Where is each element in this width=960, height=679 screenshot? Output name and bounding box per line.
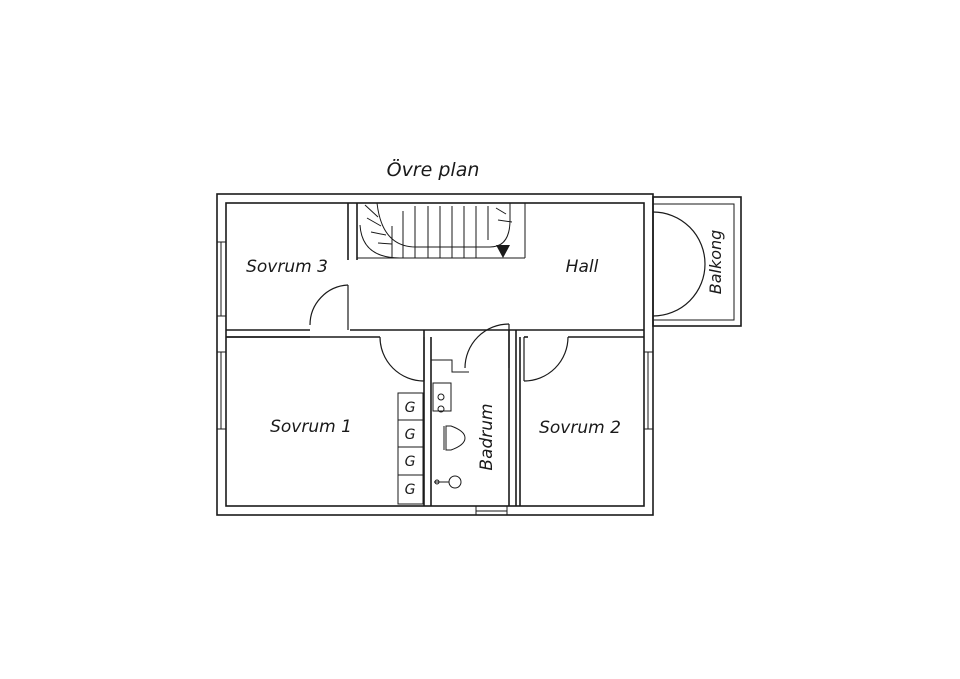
room-label-badrum: Badrum xyxy=(477,403,497,470)
wardrobe-label: G xyxy=(405,482,416,498)
room-label-balkong: Balkong xyxy=(706,230,725,295)
stair-tread xyxy=(377,242,393,245)
staircase xyxy=(359,202,513,259)
windows xyxy=(216,241,654,516)
stair-tread xyxy=(370,231,387,236)
wardrobe-label: G xyxy=(405,400,416,416)
stair-tread xyxy=(495,207,507,215)
outer-walls xyxy=(216,193,654,516)
wardrobes: G G G G xyxy=(397,392,424,505)
bathroom-fixtures xyxy=(432,382,466,489)
stair-arrow xyxy=(496,245,510,258)
room-label-sovrum-2: Sovrum 2 xyxy=(539,418,621,438)
toilet-icon xyxy=(445,425,466,451)
sink-icon xyxy=(432,382,452,412)
wardrobe-label: G xyxy=(405,454,416,470)
room-label-sovrum-1: Sovrum 1 xyxy=(270,417,352,437)
doors xyxy=(309,284,569,382)
room-label-sovrum-3: Sovrum 3 xyxy=(246,257,328,277)
stair-tread xyxy=(497,219,513,223)
wardrobe-label: G xyxy=(405,427,416,443)
shower-icon xyxy=(448,475,462,489)
interior-walls xyxy=(226,203,644,506)
room-labels: Sovrum 3 Hall Balkong Sovrum 1 Badrum So… xyxy=(246,230,725,471)
stair-tread xyxy=(366,217,382,227)
stair-tread xyxy=(364,204,379,218)
balcony xyxy=(652,196,742,327)
plan-title: Övre plan xyxy=(387,158,480,181)
room-label-hall: Hall xyxy=(566,257,599,277)
